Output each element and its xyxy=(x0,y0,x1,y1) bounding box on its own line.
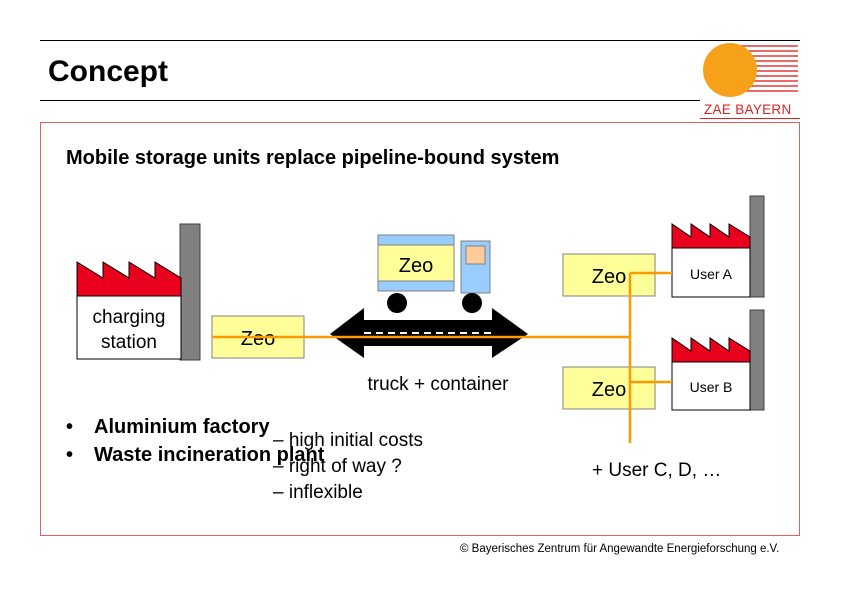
user-b-chimney xyxy=(749,309,765,411)
truck-wheel-rear xyxy=(387,293,407,313)
truck-caption: truck + container xyxy=(368,374,510,395)
logo-text: ZAE BAYERN xyxy=(704,102,792,117)
page-title: Concept xyxy=(48,55,168,88)
pipeline xyxy=(212,271,672,443)
bullet-text: Aluminium factory xyxy=(94,416,270,438)
truck-cab-window xyxy=(465,245,486,265)
charging-station-factory: charging station xyxy=(76,223,201,361)
logo-sun xyxy=(703,43,757,97)
user-b-label: User B xyxy=(690,379,733,395)
zeo-label-user-a: Zeo xyxy=(592,266,626,288)
zeo-label-truck: Zeo xyxy=(399,255,433,277)
logo-underline xyxy=(700,118,800,119)
truck-container-bottom xyxy=(377,280,455,292)
drawback-inflexible: – inflexible xyxy=(273,482,363,503)
bullet-text: Waste incineration plant xyxy=(94,444,325,466)
truck-container xyxy=(377,244,455,282)
user-b-body xyxy=(671,361,751,411)
zeo-box-user-a xyxy=(562,253,656,297)
zeo-label-station: Zeo xyxy=(241,328,275,350)
charging-station-roof xyxy=(76,261,182,297)
user-a-label: User A xyxy=(690,266,733,282)
more-users-label: + User C, D, … xyxy=(592,460,721,481)
bullet-dot: • xyxy=(66,444,74,466)
content-frame xyxy=(40,122,800,536)
charging-station-body xyxy=(76,295,182,360)
user-a-body xyxy=(671,247,751,298)
user-b-roof xyxy=(671,337,751,363)
charging-station-label-1: charging xyxy=(93,307,166,328)
zeo-box-user-b xyxy=(562,366,656,410)
bullet-waste-incineration: • Waste incineration plant xyxy=(66,443,324,467)
drawback-high-costs: – high initial costs xyxy=(273,430,423,451)
truck: Zeo xyxy=(377,234,491,313)
copyright-footer: © Bayerisches Zentrum für Angewandte Ene… xyxy=(460,543,780,555)
title-rule xyxy=(40,100,700,101)
zeo-label-user-b: Zeo xyxy=(592,379,626,401)
top-rule xyxy=(40,40,800,41)
user-a-factory: User A xyxy=(671,195,765,298)
charging-station-label-2: station xyxy=(101,332,157,353)
truck-wheel-front xyxy=(462,293,482,313)
charging-station-chimney xyxy=(179,223,201,361)
user-b-factory: User B xyxy=(671,309,765,411)
bullet-dot: • xyxy=(66,416,74,438)
slide-subtitle: Mobile storage units replace pipeline-bo… xyxy=(66,147,560,169)
drawback-right-of-way: – right of way ? xyxy=(273,456,402,477)
user-a-chimney xyxy=(749,195,765,298)
truck-container-top xyxy=(377,234,455,246)
user-a-roof xyxy=(671,223,751,249)
bullet-aluminium-factory: • Aluminium factory xyxy=(66,415,270,439)
zae-logo-icon xyxy=(703,43,798,97)
